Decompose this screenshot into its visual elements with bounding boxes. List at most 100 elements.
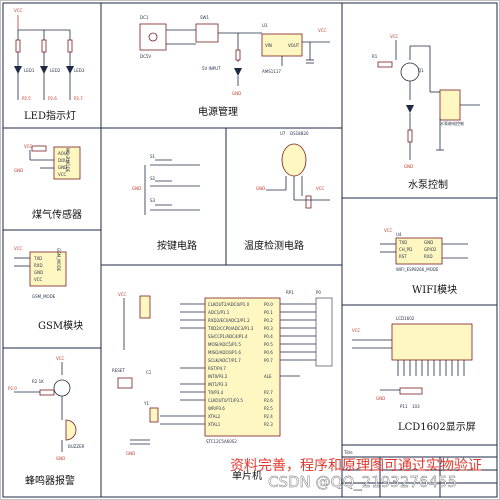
svg-text:AOUT: AOUT xyxy=(58,151,70,156)
svg-text:VCC: VCC xyxy=(34,277,43,282)
svg-text:XTAL2: XTAL2 xyxy=(208,414,221,419)
svg-text:VOUT: VOUT xyxy=(288,43,300,48)
svg-text:Y1: Y1 xyxy=(143,401,149,406)
temp-block-label: 温度检测电路 xyxy=(244,239,304,252)
svg-text:R2 1K: R2 1K xyxy=(32,379,44,384)
svg-text:VCC: VCC xyxy=(14,246,23,251)
svg-text:VCC: VCC xyxy=(14,8,23,13)
svg-text:GND: GND xyxy=(376,396,385,401)
svg-text:XTAL1: XTAL1 xyxy=(208,422,221,427)
svg-text:P0.7: P0.7 xyxy=(264,358,273,363)
mcu-circuit: STC12C5A60S2 CLKOUT2/ADC0/P1.0 ADC1/P1.1… xyxy=(112,290,333,482)
svg-text:U4: U4 xyxy=(396,232,402,237)
pump-led-icon xyxy=(406,105,414,113)
svg-text:RP1: RP1 xyxy=(286,290,294,295)
svg-text:VCC: VCC xyxy=(384,228,393,233)
svg-text:CLKOUT2/ADC0/P1.0: CLKOUT2/ADC0/P1.0 xyxy=(208,302,250,307)
svg-text:GND: GND xyxy=(126,451,135,456)
svg-text:TXD2/CCP0/ADC3/P1.3: TXD2/CCP0/ADC3/P1.3 xyxy=(207,326,254,331)
power-circuit: DC1 DC5V SW1 5V INPUT GND U3 VIN VOUT AM… xyxy=(139,15,330,118)
svg-text:DC1: DC1 xyxy=(140,15,149,20)
svg-text:CLKOUT0/T1/P3.5: CLKOUT0/T1/P3.5 xyxy=(208,398,243,403)
led-block-label: LED指示灯 xyxy=(24,109,76,122)
svg-text:GND: GND xyxy=(34,270,43,275)
svg-text:VCC: VCC xyxy=(318,28,327,33)
svg-text:U3: U3 xyxy=(262,23,268,28)
svg-text:S1: S1 xyxy=(150,154,156,159)
svg-text:MOSI/ADC5/P1.5: MOSI/ADC5/P1.5 xyxy=(208,342,241,347)
dc-jack-icon xyxy=(139,23,167,51)
watermark: 资料完善，程序和原理图可通过实物验证 CSDN @QQ_2193276455 xyxy=(230,458,482,492)
svg-text:P0: P0 xyxy=(316,290,321,295)
buzzer-transistor-icon xyxy=(53,379,71,397)
svg-text:MISO/ADC6/P1.6: MISO/ADC6/P1.6 xyxy=(208,350,241,355)
svg-text:P2.7: P2.7 xyxy=(74,96,83,101)
svg-text:TXD: TXD xyxy=(33,256,42,261)
svg-text:P2.5: P2.5 xyxy=(22,96,31,101)
gas-circuit: VCC AOUT DOUT GND VCC GND MQ-2 MODE 煤气传感… xyxy=(14,144,82,221)
svg-text:DOUT: DOUT xyxy=(58,158,70,163)
svg-text:GND: GND xyxy=(14,168,23,173)
svg-text:水泵继电控制: 水泵继电控制 xyxy=(440,120,464,126)
svg-text:P0.2: P0.2 xyxy=(264,318,273,323)
svg-text:5V INPUT: 5V INPUT xyxy=(202,66,221,71)
svg-text:LED2: LED2 xyxy=(50,68,61,73)
svg-text:P0.6: P0.6 xyxy=(264,350,273,355)
svg-text:VCC: VCC xyxy=(58,172,67,177)
frame-buzzer xyxy=(2,347,102,498)
svg-text:103: 103 xyxy=(412,404,420,409)
led-circuit: VCC LED1 LED2 LED3 P2.5 P2.6 P2.7 LED指示灯 xyxy=(14,8,85,122)
svg-text:P2.0: P2.0 xyxy=(8,386,17,391)
mcu-pin-wires xyxy=(160,303,316,425)
svg-text:RST/P4.7: RST/P4.7 xyxy=(208,366,226,371)
svg-text:S2: S2 xyxy=(150,176,156,181)
svg-text:R1: R1 xyxy=(372,54,378,59)
svg-text:VIN: VIN xyxy=(265,43,272,48)
buzzer-icon xyxy=(65,419,77,441)
svg-text:P0.5: P0.5 xyxy=(264,342,273,347)
svg-text:TXD: TXD xyxy=(398,240,407,245)
svg-text:P2.3: P2.3 xyxy=(264,422,273,427)
pump-block-label: 水泵控制 xyxy=(408,178,448,191)
resistor-pack xyxy=(315,297,333,367)
svg-text:VCC: VCC xyxy=(24,144,33,149)
svg-text:STC12C5A60S2: STC12C5A60S2 xyxy=(206,439,237,444)
svg-text:RESET: RESET xyxy=(112,368,125,373)
svg-text:SW1: SW1 xyxy=(200,15,209,20)
svg-text:C1: C1 xyxy=(146,370,152,375)
svg-text:CH_PD: CH_PD xyxy=(399,247,412,252)
svg-text:P2.7: P2.7 xyxy=(264,390,273,395)
buzzer-block-label: 蜂鸣器报警 xyxy=(25,474,75,487)
title-block xyxy=(341,444,498,498)
lcd1602-module xyxy=(391,323,473,361)
wifi-block-label: WIFI模块 xyxy=(412,284,457,296)
svg-text:VCC: VCC xyxy=(352,328,361,333)
svg-text:SCLK/ADC7/P1.7: SCLK/ADC7/P1.7 xyxy=(208,358,241,363)
svg-text:ALE: ALE xyxy=(264,374,272,379)
mcu-chip xyxy=(204,297,281,437)
svg-text:P11: P11 xyxy=(400,404,408,409)
svg-text:P0.0: P0.0 xyxy=(264,302,273,307)
lcd-circuit: LCD1602 VCC 103 P11 GND LCD1602显示屏 xyxy=(352,316,476,433)
svg-text:RXD: RXD xyxy=(34,263,43,268)
watermark-line-2: CSDN @QQ_2193276455 xyxy=(268,473,457,492)
svg-text:Q1: Q1 xyxy=(418,68,424,73)
svg-text:GND: GND xyxy=(56,456,65,461)
svg-text:GND: GND xyxy=(232,91,241,96)
lcd-pins xyxy=(397,360,465,376)
svg-text:P2.6: P2.6 xyxy=(48,96,57,101)
svg-text:RXD2/ECI/ADC2/P1.2: RXD2/ECI/ADC2/P1.2 xyxy=(208,318,250,323)
svg-text:P0.4: P0.4 xyxy=(264,334,273,339)
power-block-label: 电源管理 xyxy=(198,105,238,118)
svg-text:GSM_MODE: GSM_MODE xyxy=(56,248,61,272)
gsm-circuit: VCC TXD RXD GND VCC GSM_MODE GSM_MODE GS… xyxy=(14,246,83,332)
svg-text:DS18B20: DS18B20 xyxy=(290,131,309,136)
svg-text:LCD1602: LCD1602 xyxy=(396,316,415,321)
svg-text:VCC: VCC xyxy=(316,186,325,191)
gsm-block-label: GSM模块 xyxy=(38,320,83,332)
svg-text:GND: GND xyxy=(424,240,433,245)
temp-circuit: U7 DS18B20 GND VCC 温度检测电路 xyxy=(244,131,330,252)
svg-text:S3: S3 xyxy=(150,198,156,203)
svg-text:AMS1117: AMS1117 xyxy=(262,69,281,74)
svg-text:DC5V: DC5V xyxy=(140,54,151,59)
